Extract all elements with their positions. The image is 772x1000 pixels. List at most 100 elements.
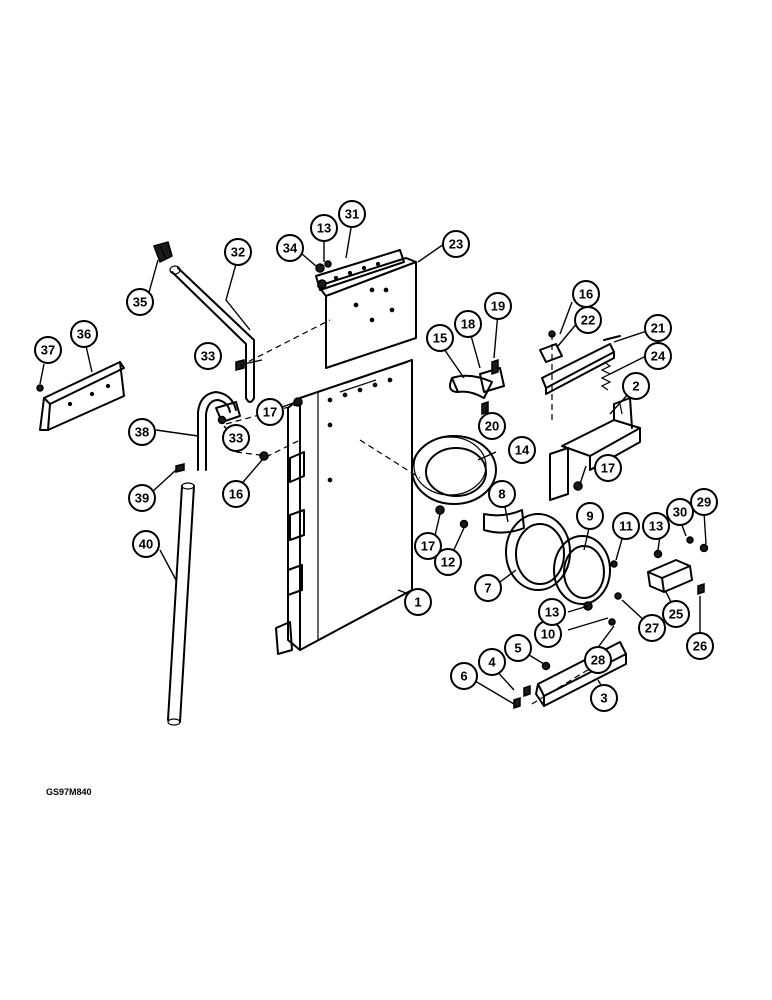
callout-25: 25 bbox=[662, 600, 690, 628]
svg-text:16: 16 bbox=[229, 487, 243, 502]
callout-28: 28 bbox=[584, 646, 612, 674]
callout-16a: 16 bbox=[222, 480, 250, 508]
angle-bracket-part bbox=[39, 361, 125, 431]
callout-9: 9 bbox=[576, 502, 604, 530]
callout-18: 18 bbox=[454, 310, 482, 338]
svg-text:26: 26 bbox=[693, 639, 707, 654]
callout-4: 4 bbox=[478, 648, 506, 676]
knob-part bbox=[153, 241, 173, 264]
bent-rod-part bbox=[169, 265, 255, 403]
callout-21: 21 bbox=[644, 314, 672, 342]
svg-text:25: 25 bbox=[669, 607, 683, 622]
svg-text:28: 28 bbox=[591, 653, 605, 668]
svg-text:20: 20 bbox=[485, 419, 499, 434]
callout-35: 35 bbox=[126, 288, 154, 316]
callout-8: 8 bbox=[488, 480, 516, 508]
callout-31: 31 bbox=[338, 200, 366, 228]
callout-11: 11 bbox=[612, 512, 640, 540]
callout-17a: 17 bbox=[256, 398, 284, 426]
callout-1: 1 bbox=[404, 588, 432, 616]
clip-22-part bbox=[539, 343, 563, 363]
callout-22: 22 bbox=[574, 306, 602, 334]
callout-10: 10 bbox=[534, 620, 562, 648]
callout-13a: 13 bbox=[310, 214, 338, 242]
callout-37: 37 bbox=[34, 336, 62, 364]
callout-6: 6 bbox=[450, 662, 478, 690]
callout-7: 7 bbox=[474, 574, 502, 602]
svg-text:33: 33 bbox=[229, 431, 243, 446]
svg-text:24: 24 bbox=[651, 349, 666, 364]
callout-17b: 17 bbox=[594, 454, 622, 482]
callout-40: 40 bbox=[132, 530, 160, 558]
svg-text:10: 10 bbox=[541, 627, 555, 642]
svg-text:9: 9 bbox=[586, 509, 593, 524]
svg-text:4: 4 bbox=[488, 655, 496, 670]
svg-text:18: 18 bbox=[461, 317, 475, 332]
rail-21-part bbox=[541, 335, 621, 395]
svg-text:21: 21 bbox=[651, 321, 665, 336]
segment-15-part bbox=[449, 374, 493, 399]
svg-text:33: 33 bbox=[201, 349, 215, 364]
callout-33b: 33 bbox=[222, 424, 250, 452]
callout-2: 2 bbox=[622, 372, 650, 400]
svg-text:39: 39 bbox=[135, 491, 149, 506]
callout-3: 3 bbox=[590, 684, 618, 712]
callout-12: 12 bbox=[434, 548, 462, 576]
svg-text:32: 32 bbox=[231, 245, 245, 260]
svg-text:23: 23 bbox=[449, 237, 463, 252]
svg-text:37: 37 bbox=[41, 343, 55, 358]
callout-26: 26 bbox=[686, 632, 714, 660]
long-rod-part bbox=[167, 482, 195, 726]
callout-16b: 16 bbox=[572, 280, 600, 308]
svg-text:17: 17 bbox=[263, 405, 277, 420]
callout-14: 14 bbox=[508, 436, 536, 464]
upper-plate-part bbox=[317, 257, 417, 369]
svg-text:34: 34 bbox=[283, 241, 298, 256]
callout-5: 5 bbox=[504, 634, 532, 662]
svg-text:31: 31 bbox=[345, 207, 359, 222]
svg-text:30: 30 bbox=[673, 505, 687, 520]
svg-text:11: 11 bbox=[619, 519, 633, 534]
svg-text:3: 3 bbox=[600, 691, 607, 706]
svg-text:2: 2 bbox=[632, 379, 639, 394]
svg-text:8: 8 bbox=[498, 487, 505, 502]
svg-text:40: 40 bbox=[139, 537, 153, 552]
callout-17c: 17 bbox=[414, 532, 442, 560]
svg-text:17: 17 bbox=[421, 539, 435, 554]
callout-30: 30 bbox=[666, 498, 694, 526]
callout-33a: 33 bbox=[194, 342, 222, 370]
callout-39: 39 bbox=[128, 484, 156, 512]
callout-29: 29 bbox=[690, 488, 718, 516]
callout-23: 23 bbox=[442, 230, 470, 258]
spring-24-part bbox=[600, 361, 612, 391]
svg-text:13: 13 bbox=[545, 605, 559, 620]
svg-text:19: 19 bbox=[491, 299, 505, 314]
svg-text:13: 13 bbox=[317, 221, 331, 236]
hardware-group bbox=[36, 260, 709, 710]
bracket-2-part bbox=[549, 397, 641, 501]
callout-27: 27 bbox=[638, 614, 666, 642]
svg-text:35: 35 bbox=[133, 295, 147, 310]
svg-text:27: 27 bbox=[645, 621, 659, 636]
svg-text:13: 13 bbox=[649, 519, 663, 534]
svg-text:16: 16 bbox=[579, 287, 593, 302]
ring-7-part bbox=[505, 513, 571, 591]
callout-13c: 13 bbox=[642, 512, 670, 540]
svg-text:17: 17 bbox=[601, 461, 615, 476]
upper-bar-part bbox=[315, 249, 405, 291]
callout-15: 15 bbox=[426, 324, 454, 352]
svg-text:7: 7 bbox=[484, 581, 491, 596]
svg-text:22: 22 bbox=[581, 313, 595, 328]
callout-24: 24 bbox=[644, 342, 672, 370]
svg-text:36: 36 bbox=[77, 327, 91, 342]
callout-36: 36 bbox=[70, 320, 98, 348]
svg-text:1: 1 bbox=[414, 595, 421, 610]
callout-32: 32 bbox=[224, 238, 252, 266]
ring-9-part bbox=[553, 535, 611, 605]
drawing-reference: GS97M840 bbox=[46, 787, 92, 797]
callout-13b: 13 bbox=[538, 598, 566, 626]
svg-text:5: 5 bbox=[514, 641, 521, 656]
callout-19: 19 bbox=[484, 292, 512, 320]
svg-text:6: 6 bbox=[460, 669, 467, 684]
